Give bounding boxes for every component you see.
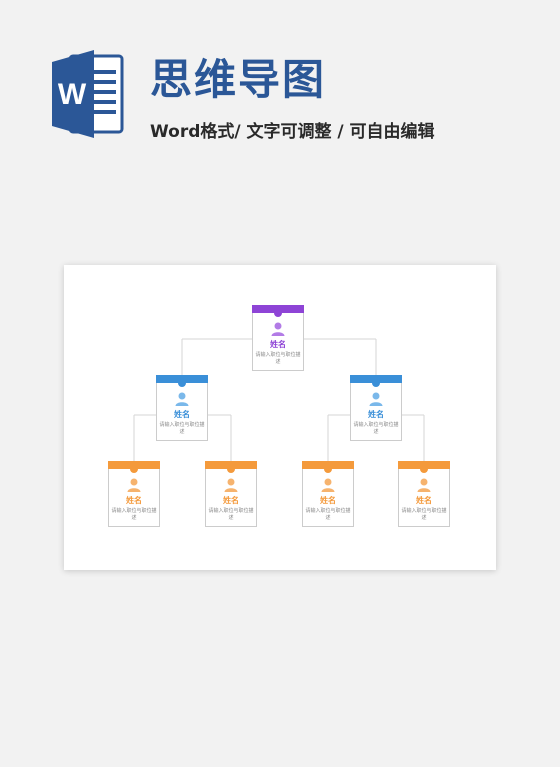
node-description: 请输入职位与职位描述 xyxy=(255,352,301,365)
node-connector-dot xyxy=(178,379,186,387)
person-icon xyxy=(224,478,238,492)
node-connector-dot xyxy=(372,379,380,387)
org-node-level3-4[interactable]: 姓名 请输入职位与职位描述 xyxy=(398,461,450,527)
org-node-level3-1[interactable]: 姓名 请输入职位与职位描述 xyxy=(108,461,160,527)
node-name: 姓名 xyxy=(368,410,384,419)
person-icon xyxy=(127,478,141,492)
node-description: 请输入职位与职位描述 xyxy=(353,422,399,435)
org-node-level2-left[interactable]: 姓名 请输入职位与职位描述 xyxy=(156,375,208,441)
org-node-level3-2[interactable]: 姓名 请输入职位与职位描述 xyxy=(205,461,257,527)
node-description: 请输入职位与职位描述 xyxy=(159,422,205,435)
node-connector-dot xyxy=(274,309,282,317)
org-node-level2-right[interactable]: 姓名 请输入职位与职位描述 xyxy=(350,375,402,441)
org-node-level3-3[interactable]: 姓名 请输入职位与职位描述 xyxy=(302,461,354,527)
person-icon xyxy=(321,478,335,492)
person-icon xyxy=(417,478,431,492)
node-connector-dot xyxy=(324,465,332,473)
word-logo-icon: W xyxy=(52,50,124,138)
node-name: 姓名 xyxy=(270,340,286,349)
node-name: 姓名 xyxy=(174,410,190,419)
node-description: 请输入职位与职位描述 xyxy=(401,508,447,521)
org-node-root[interactable]: 姓名 请输入职位与职位描述 xyxy=(252,305,304,371)
person-icon xyxy=(175,392,189,406)
page-title: 思维导图 xyxy=(150,55,327,104)
document-page: 姓名 请输入职位与职位描述 姓名 请输入职位与职位描述 姓名 请输入职位与职位描… xyxy=(64,265,496,570)
node-description: 请输入职位与职位描述 xyxy=(111,508,157,521)
node-name: 姓名 xyxy=(416,496,432,505)
node-connector-dot xyxy=(420,465,428,473)
person-icon xyxy=(271,322,285,336)
node-name: 姓名 xyxy=(320,496,336,505)
node-description: 请输入职位与职位描述 xyxy=(208,508,254,521)
node-name: 姓名 xyxy=(126,496,142,505)
node-description: 请输入职位与职位描述 xyxy=(305,508,351,521)
node-connector-dot xyxy=(130,465,138,473)
node-name: 姓名 xyxy=(223,496,239,505)
page-subtitle: Word格式/ 文字可调整 / 可自由编辑 xyxy=(150,122,435,142)
word-logo-letter: W xyxy=(58,78,87,111)
person-icon xyxy=(369,392,383,406)
node-connector-dot xyxy=(227,465,235,473)
